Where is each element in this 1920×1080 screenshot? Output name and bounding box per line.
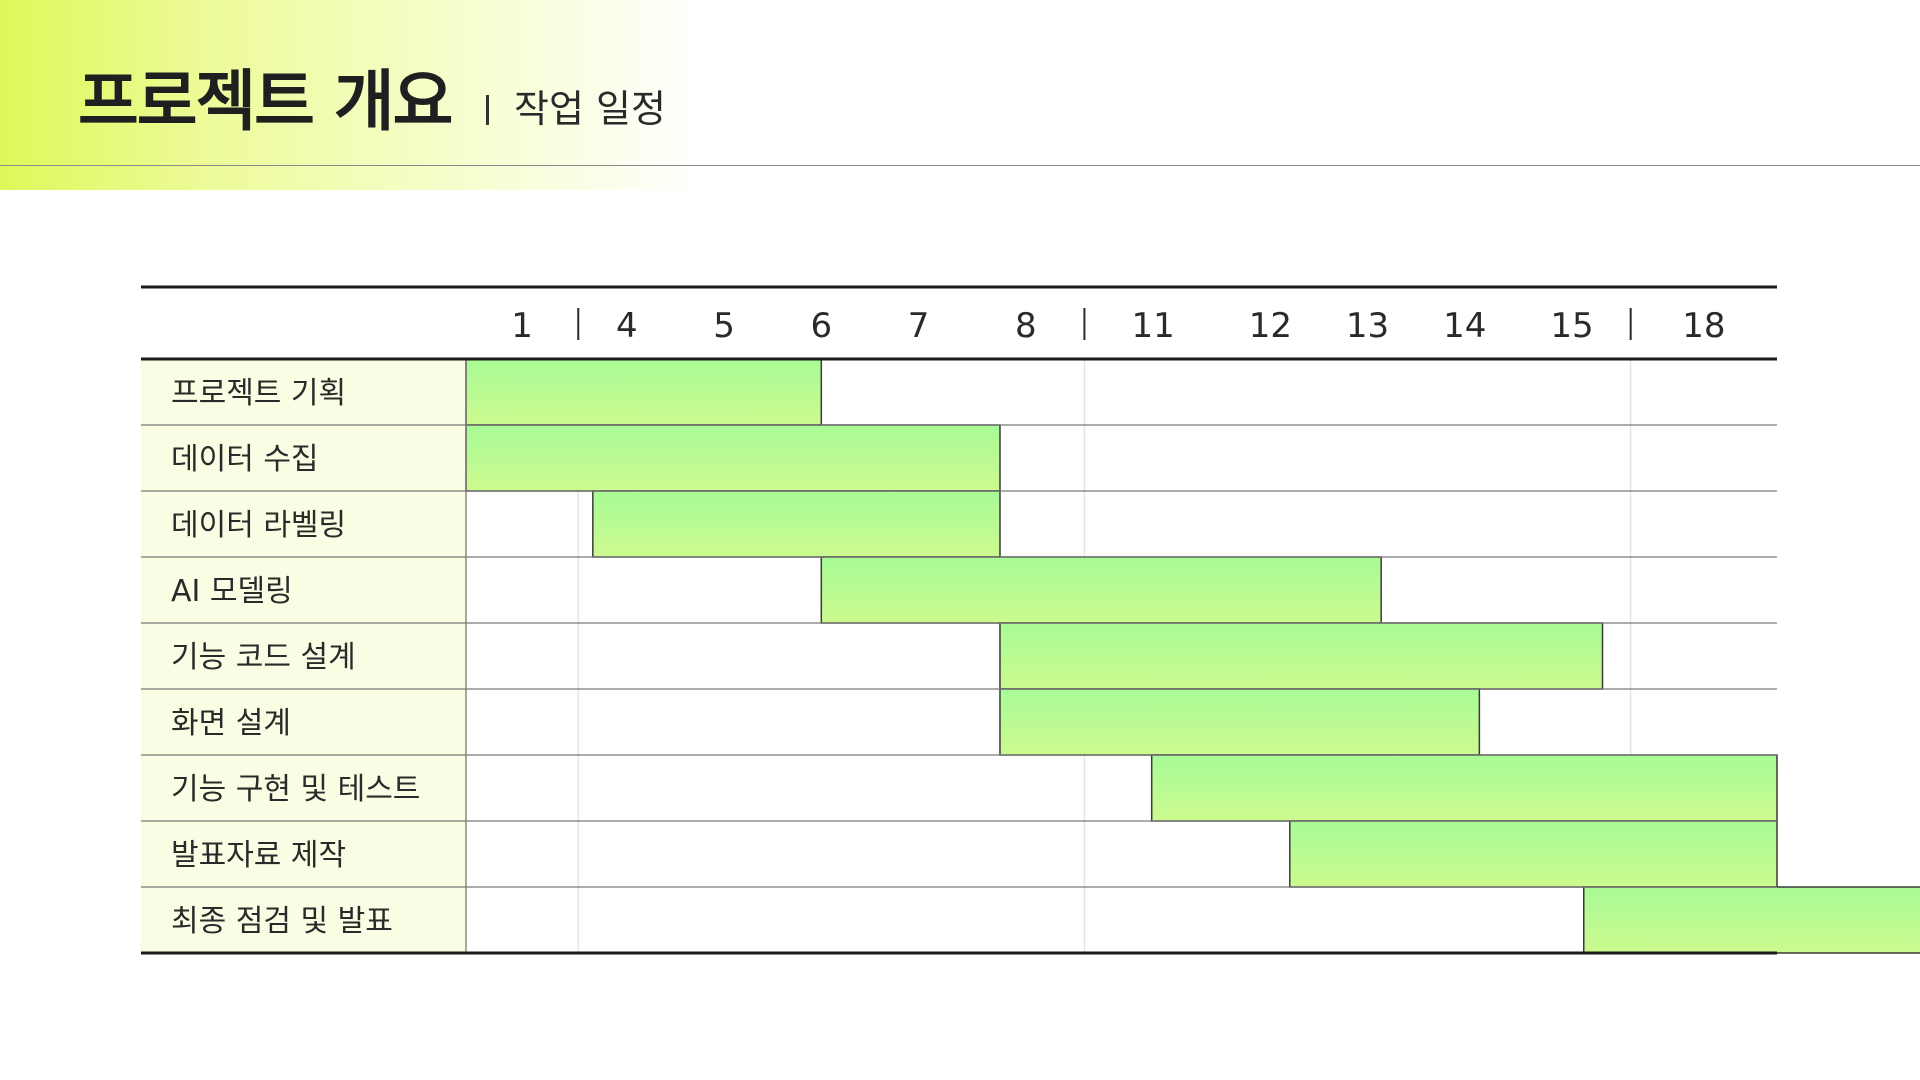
header-divider <box>0 165 1920 166</box>
column-tick-label: 13 <box>1346 306 1389 346</box>
task-label: 기능 구현 및 테스트 <box>171 772 420 807</box>
task-bar <box>1583 886 1920 954</box>
column-tick-label: 14 <box>1443 306 1486 346</box>
page-title: 프로젝트 개요 <box>78 63 453 140</box>
task-label: 데이터 수집 <box>171 442 319 477</box>
column-tick-label: 7 <box>908 306 930 346</box>
task-label: 최종 점검 및 발표 <box>171 904 393 939</box>
task-label: 발표자료 제작 <box>171 838 346 873</box>
column-tick-label: 15 <box>1550 306 1593 346</box>
task-bar <box>592 490 1001 558</box>
column-tick-label: 1 <box>511 306 533 346</box>
column-tick-label: 12 <box>1249 306 1292 346</box>
task-bar <box>999 688 1481 756</box>
column-tick-label: 8 <box>1015 306 1037 346</box>
column-tick-label: 6 <box>810 306 832 346</box>
task-label: 데이터 라벨링 <box>171 508 346 543</box>
task-label: 화면 설계 <box>171 706 291 741</box>
column-tick-label: 5 <box>713 306 735 346</box>
column-tick-label: 18 <box>1682 306 1725 346</box>
task-bar <box>1289 820 1778 888</box>
header-accent-gradient <box>0 0 700 190</box>
task-bar <box>820 556 1382 624</box>
task-label: AI 모델링 <box>171 574 293 609</box>
column-tick-label: 4 <box>616 306 638 346</box>
task-bar <box>465 424 1001 492</box>
task-bar <box>465 358 823 426</box>
title-separator <box>486 95 489 125</box>
task-label-column-bg <box>141 359 466 953</box>
task-bar <box>999 622 1604 690</box>
column-tick-label: 11 <box>1131 306 1174 346</box>
task-bar <box>1150 754 1778 822</box>
page-subtitle: 작업 일정 <box>514 87 666 131</box>
task-label: 기능 코드 설계 <box>171 640 356 675</box>
task-label: 프로젝트 기획 <box>171 376 346 411</box>
